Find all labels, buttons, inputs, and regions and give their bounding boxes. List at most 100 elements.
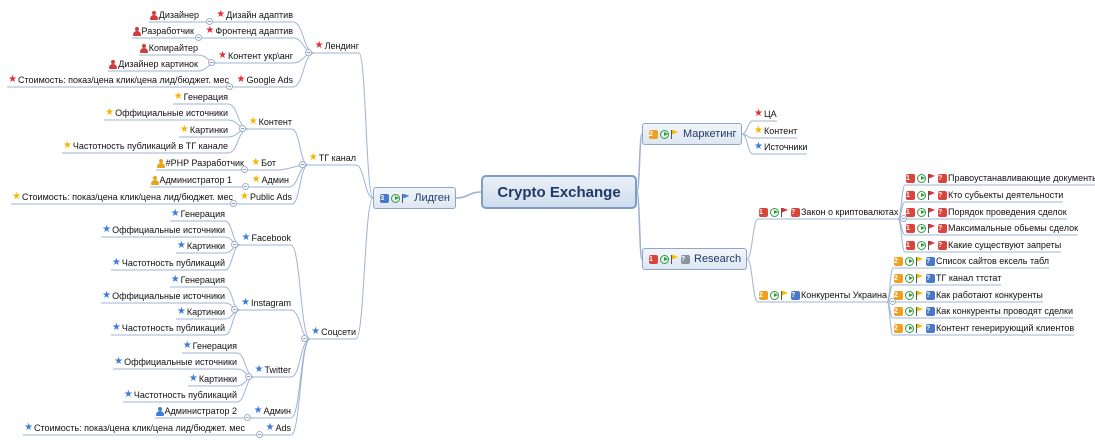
topic-content-ua[interactable]: ★Контент укр\анг xyxy=(217,49,293,63)
topic-ga-cost[interactable]: ★Стоимость: показ/цена клик/цена лид/бюд… xyxy=(7,73,229,87)
collapse-toggle-icon[interactable] xyxy=(299,161,306,168)
topic-developer[interactable]: Разработчик xyxy=(132,24,194,38)
topic-tg-admin[interactable]: ★Админ xyxy=(251,173,289,187)
progress-play-icon xyxy=(905,306,914,316)
collapse-toggle-icon[interactable] xyxy=(231,241,238,248)
topic-label: Генерация xyxy=(192,341,237,351)
star-icon: ★ xyxy=(62,140,72,151)
priority-icon: 1 xyxy=(906,207,915,217)
topic-admin2[interactable]: Администратор 2 xyxy=(155,404,237,418)
topic-label: Контент xyxy=(258,117,292,127)
collapse-toggle-icon[interactable] xyxy=(256,431,263,438)
collapse-toggle-icon[interactable] xyxy=(244,414,251,421)
topic-tg-gen[interactable]: ★Генерация xyxy=(173,90,228,104)
topic-sources[interactable]: ★Источники xyxy=(753,140,807,154)
topic-comp4[interactable]: 2?Как конкуренты проводят сделки xyxy=(893,304,1073,318)
topic-frontend[interactable]: ★Фронтенд адаптив xyxy=(204,24,293,38)
star-icon: ★ xyxy=(102,290,112,301)
topic-label: Какие существуют запреты xyxy=(948,240,1062,250)
collapse-toggle-icon[interactable] xyxy=(242,183,249,190)
topic-pa-cost[interactable]: ★Стоимость: показ/цена клик/цена лид/бюд… xyxy=(11,190,233,204)
topic-tg[interactable]: ★ТГ канал xyxy=(308,151,356,165)
topic-label: Картинки xyxy=(186,241,225,251)
topic-fb-gen[interactable]: ★Генерация xyxy=(170,207,225,221)
topic-ig[interactable]: ★Instagram xyxy=(240,296,291,310)
collapse-toggle-icon[interactable] xyxy=(230,200,237,207)
collapse-toggle-icon[interactable] xyxy=(301,335,308,342)
topic-bot[interactable]: ★Бот xyxy=(250,156,276,170)
topic-fb-off[interactable]: ★Оффициальные источники xyxy=(101,223,225,237)
topic-soc-ads[interactable]: ★Ads xyxy=(265,421,291,435)
topic-label: Администратор 2 xyxy=(164,406,237,416)
topic-label: Лендинг xyxy=(324,41,359,51)
topic-comp3[interactable]: 2?Как работают конкуренты xyxy=(893,288,1043,302)
topic-law3[interactable]: 1?Порядок проведения сделок xyxy=(905,205,1067,219)
topic-tg-content[interactable]: ★Контент xyxy=(248,115,292,129)
topic-tw-off[interactable]: ★Оффициальные источники xyxy=(113,355,237,369)
topic-fb[interactable]: ★Facebook xyxy=(241,231,292,245)
topic-tg-off[interactable]: ★Оффициальные источники xyxy=(104,106,228,120)
topic-soc-admin[interactable]: ★Админ xyxy=(253,404,291,418)
topic-tw[interactable]: ★Twitter xyxy=(254,363,291,377)
topic-law4[interactable]: 1?Максимальные обьемы сделок xyxy=(905,221,1078,235)
topic-social[interactable]: ★Соцсети xyxy=(310,325,356,339)
collapse-toggle-icon[interactable] xyxy=(231,306,238,313)
topic-label: Генерация xyxy=(180,209,225,219)
topic-label: Маркетинг xyxy=(683,128,737,140)
topic-admin1[interactable]: Администратор 1 xyxy=(150,173,232,187)
topic-php-dev[interactable]: #PHP Разработчик xyxy=(156,156,244,170)
topic-label: Стоимость: показ/цена клик/цена лид/бюдж… xyxy=(34,423,245,433)
topic-law1[interactable]: 1?Правоустанавливающие документы xyxy=(905,171,1095,185)
topic-comp1[interactable]: 2?Список сайтов ексель табл xyxy=(893,254,1049,268)
topic-comp2[interactable]: 2?ТГ канал ттстат xyxy=(893,271,1001,285)
topic-ig-off[interactable]: ★Оффициальные источники xyxy=(101,289,225,303)
collapse-toggle-icon[interactable] xyxy=(900,215,907,222)
topic-tg-pics[interactable]: ★Картинки xyxy=(179,123,228,137)
collapse-toggle-icon[interactable] xyxy=(245,373,252,380)
topic-google-ads[interactable]: ★Google Ads xyxy=(235,73,293,87)
topic-tw-gen[interactable]: ★Генерация xyxy=(182,339,237,353)
central-topic[interactable]: Crypto Exchange xyxy=(481,175,637,209)
collapse-toggle-icon[interactable] xyxy=(889,298,896,305)
priority-icon: 1 xyxy=(759,207,768,217)
topic-mk-content[interactable]: ★Контент xyxy=(753,124,797,138)
topic-pic-designer[interactable]: Дизайнер картинок xyxy=(108,57,198,71)
collapse-toggle-icon[interactable] xyxy=(195,34,202,41)
topic-tw-freq[interactable]: ★Частотность публикаций xyxy=(123,388,237,402)
topic-label: Twitter xyxy=(264,365,291,375)
topic-law[interactable]: 1?Закон о криптовалютах xyxy=(758,205,898,219)
collapse-toggle-icon[interactable] xyxy=(239,125,246,132)
topic-law5[interactable]: 1?Какие существуют запреты xyxy=(905,238,1061,252)
topic-tw-pics[interactable]: ★Картинки xyxy=(188,372,237,386)
priority-icon: ? xyxy=(926,256,935,266)
topic-ig-pics[interactable]: ★Картинки xyxy=(176,305,225,319)
topic-fb-pics[interactable]: ★Картинки xyxy=(176,239,225,253)
topic-design[interactable]: ★Дизайн адаптив xyxy=(215,8,293,22)
topic-comp5[interactable]: 2?Контент генерирующий клиентов xyxy=(893,321,1074,335)
topic-fb-freq[interactable]: ★Частотность публикаций xyxy=(111,256,225,270)
star-icon: ★ xyxy=(102,224,112,235)
topic-public-ads[interactable]: ★Public Ads xyxy=(239,190,292,204)
collapse-toggle-icon[interactable] xyxy=(241,166,248,173)
collapse-toggle-icon[interactable] xyxy=(208,59,215,66)
topic-ig-gen[interactable]: ★Генерация xyxy=(170,273,225,287)
topic-designer[interactable]: Дизайнер xyxy=(149,8,199,22)
star-icon: ★ xyxy=(265,422,275,433)
flag-icon xyxy=(928,207,936,217)
topic-tg-freq[interactable]: ★Частотность публикаций в ТГ канале xyxy=(62,139,228,153)
topic-landing[interactable]: ★Лендинг xyxy=(314,39,359,53)
topic-comp[interactable]: 2?Конкуренты Украина xyxy=(758,288,887,302)
collapse-toggle-icon[interactable] xyxy=(305,49,312,56)
topic-ads-cost[interactable]: ★Стоимость: показ/цена клик/цена лид/бюд… xyxy=(23,421,245,435)
collapse-toggle-icon[interactable] xyxy=(206,18,213,25)
topic-ca[interactable]: ★ЦА xyxy=(753,107,777,121)
topic-research[interactable]: 1?Research xyxy=(642,248,748,270)
topic-law2[interactable]: 1?Кто субьекты деятельности xyxy=(905,188,1063,202)
topic-ig-freq[interactable]: ★Частотность публикаций xyxy=(111,321,225,335)
star-icon: ★ xyxy=(308,152,318,163)
collapse-toggle-icon[interactable] xyxy=(226,83,233,90)
topic-copywriter[interactable]: Копирайтер xyxy=(139,41,198,55)
